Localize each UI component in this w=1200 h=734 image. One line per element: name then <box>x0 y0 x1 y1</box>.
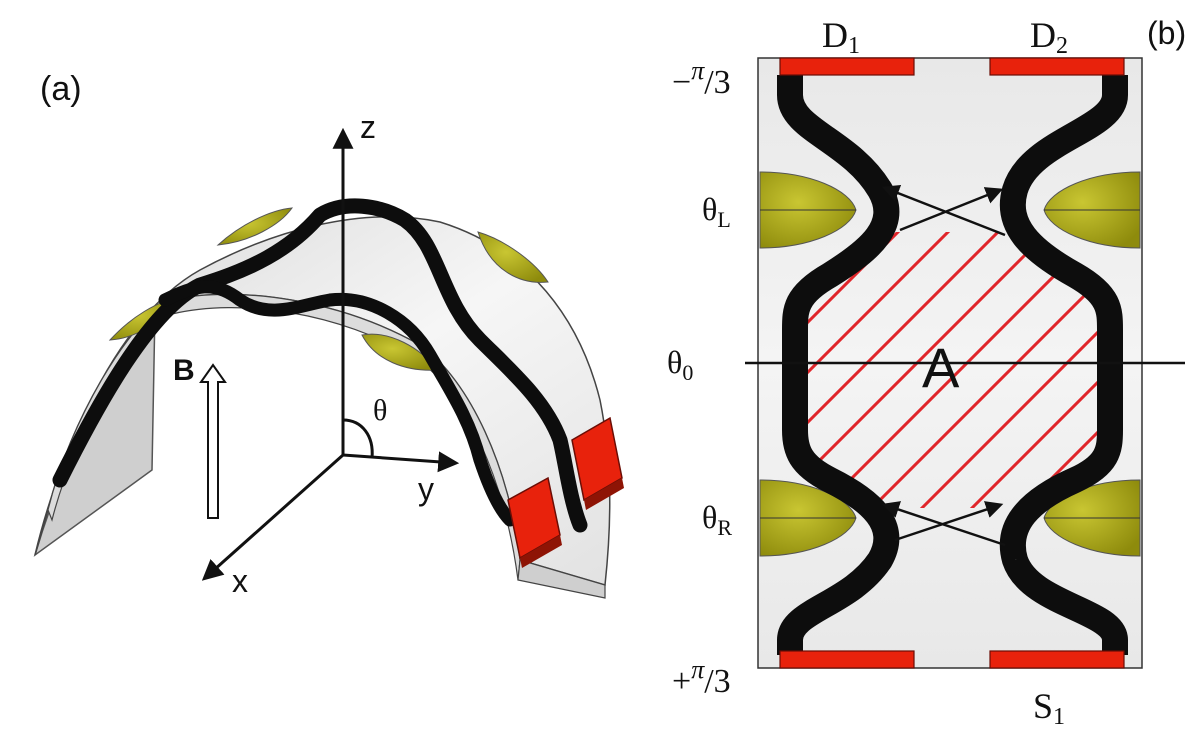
contact-a-left <box>507 476 562 568</box>
contact-s-left <box>779 650 915 669</box>
shell-right-edge <box>517 559 606 599</box>
axis-y-label: y <box>418 471 434 507</box>
b-field-arrow <box>199 363 227 519</box>
label-plus-pi-third: +π/3 <box>672 655 731 700</box>
label-theta-0: θ0 <box>667 344 693 385</box>
axis-x-label: x <box>232 563 248 599</box>
label-s1: S1 <box>1033 686 1065 730</box>
axis-x <box>201 453 344 581</box>
channel-left <box>777 75 900 655</box>
angle-arc <box>342 418 374 459</box>
channel-upper <box>52 198 588 533</box>
label-minus-pi-third: −π/3 <box>672 56 731 101</box>
label-theta-r: θR <box>702 499 732 540</box>
tunnel-arrow-upper-2 <box>881 184 1006 237</box>
axis-z-label: z <box>360 109 376 145</box>
label-area-a: A <box>922 336 960 399</box>
channel-lower <box>158 280 517 527</box>
tunnel-arrow-lower-1 <box>894 501 1004 542</box>
tunnel-arrow-lower-2 <box>881 501 1006 547</box>
panel-a-label: (a) <box>40 70 82 108</box>
contact-s1 <box>989 650 1125 669</box>
gate-top-right <box>477 231 549 283</box>
panel-a: (a) z y x θ <box>33 70 624 599</box>
tunnel-arrow-upper-1 <box>899 187 1004 232</box>
gate-top-left <box>216 207 294 246</box>
label-theta-l: θL <box>702 191 731 232</box>
contact-d1 <box>779 57 915 76</box>
contact-d2 <box>989 57 1125 76</box>
channel-right <box>999 75 1128 655</box>
contact-a-right <box>571 416 624 510</box>
panel-b: (b) <box>667 15 1186 730</box>
b-field-label: B <box>173 354 195 387</box>
axis-y <box>342 451 460 473</box>
label-d2: D2 <box>1030 15 1068 59</box>
label-d1: D1 <box>822 15 860 59</box>
angle-label: θ <box>373 394 387 427</box>
panel-b-label: (b) <box>1147 15 1186 51</box>
